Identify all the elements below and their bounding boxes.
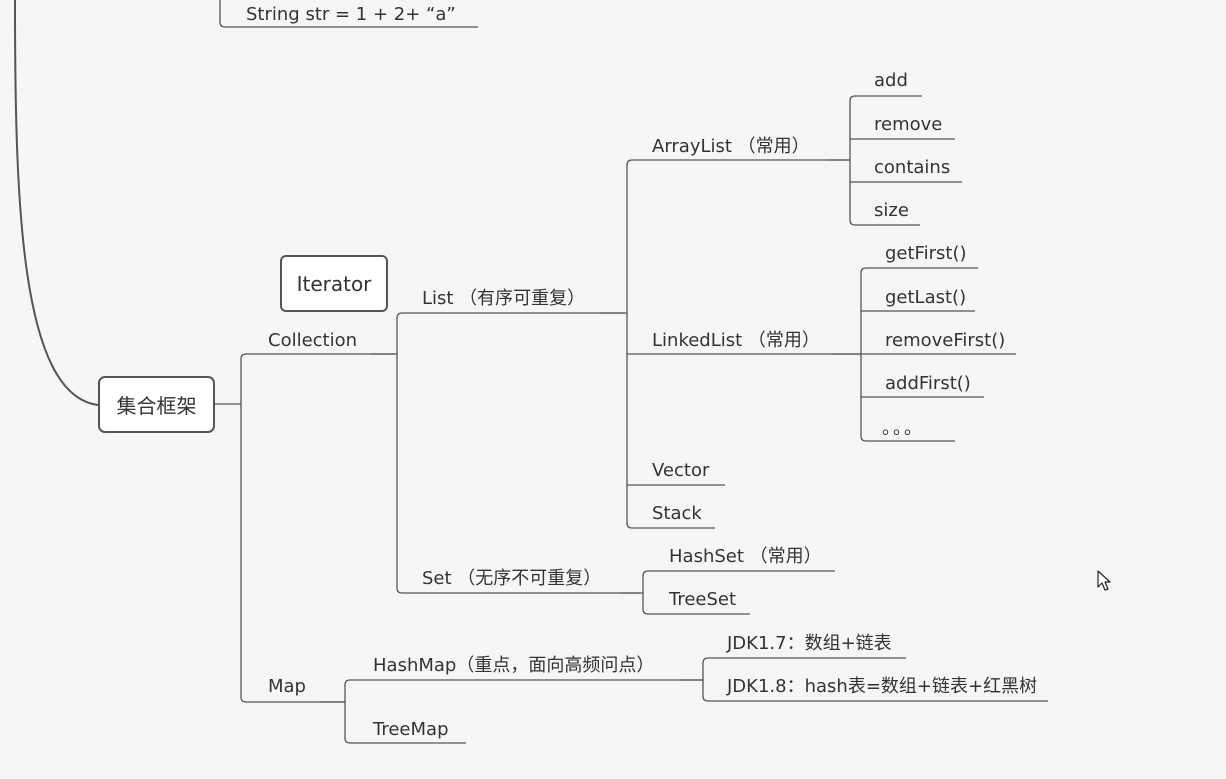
- root-node[interactable]: 集合框架: [98, 376, 215, 433]
- method-addfirst[interactable]: addFirst(): [885, 373, 971, 394]
- mouse-cursor-icon: [1097, 570, 1111, 591]
- jdk17-node[interactable]: JDK1.7：数组+链表: [727, 633, 892, 654]
- method-remove[interactable]: remove: [874, 114, 943, 135]
- iterator-node[interactable]: Iterator: [280, 255, 388, 312]
- hashmap-node[interactable]: HashMap（重点，面向高频问点）: [373, 655, 655, 676]
- method-removefirst[interactable]: removeFirst(): [885, 330, 1006, 351]
- hashset-node[interactable]: HashSet （常用）: [669, 546, 822, 567]
- method-add[interactable]: add: [874, 70, 908, 91]
- treeset-node[interactable]: TreeSet: [669, 589, 737, 610]
- stack-node[interactable]: Stack: [652, 503, 702, 524]
- iterator-label: Iterator: [296, 271, 372, 296]
- method-getlast[interactable]: getLast(): [885, 287, 967, 308]
- linkedlist-node[interactable]: LinkedList （常用）: [652, 330, 820, 351]
- collection-node[interactable]: Collection: [268, 330, 358, 351]
- map-node[interactable]: Map: [268, 676, 306, 697]
- treemap-node[interactable]: TreeMap: [373, 719, 449, 740]
- list-node[interactable]: List （有序可重复）: [422, 288, 586, 309]
- vector-node[interactable]: Vector: [652, 460, 710, 481]
- set-node[interactable]: Set （无序不可重复）: [422, 568, 602, 589]
- code-snippet-node[interactable]: String str = 1 + 2+ “a”: [246, 4, 456, 25]
- root-label: 集合框架: [116, 394, 197, 418]
- arraylist-node[interactable]: ArrayList （常用）: [652, 136, 810, 157]
- method-size[interactable]: size: [874, 200, 909, 221]
- method-ellipsis[interactable]: 。。。: [882, 418, 924, 439]
- method-getfirst[interactable]: getFirst(): [885, 243, 967, 264]
- jdk18-node[interactable]: JDK1.8：hash表=数组+链表+红黑树: [727, 676, 1038, 697]
- method-contains[interactable]: contains: [874, 157, 951, 178]
